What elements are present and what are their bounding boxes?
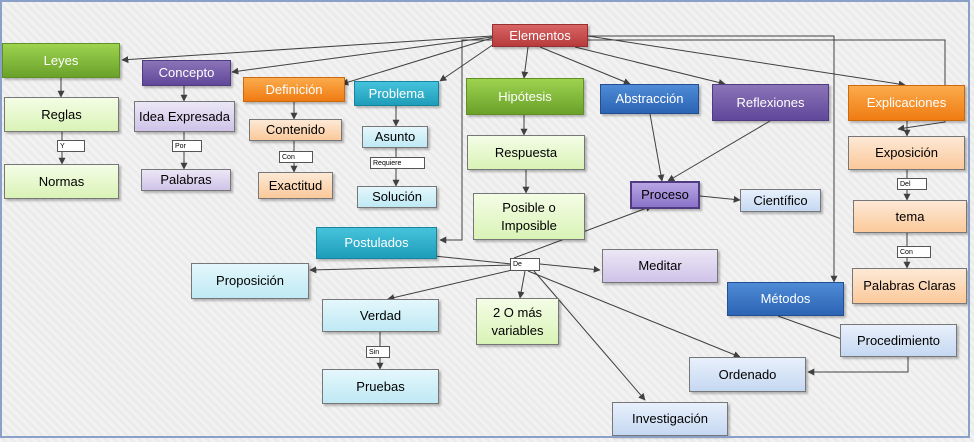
node-palabras-claras: Palabras Claras — [852, 268, 967, 304]
linking-word-del: Del — [897, 178, 927, 190]
node-exactitud: Exactitud — [258, 172, 333, 199]
node-postulados: Postulados — [316, 227, 437, 259]
node-normas: Normas — [4, 164, 119, 199]
node-ordenado: Ordenado — [689, 357, 806, 392]
linking-word-requiere: Requiere — [370, 157, 425, 169]
linking-word-sin: Sin — [366, 346, 390, 358]
node-variables: 2 O más variables — [476, 298, 559, 345]
node-definicion: Definición — [243, 77, 345, 102]
node-hipotesis: Hipótesis — [466, 78, 584, 115]
node-verdad: Verdad — [322, 299, 439, 332]
node-proceso: Proceso — [630, 181, 700, 209]
linking-word-con-tema: Con — [897, 246, 931, 258]
node-problema: Problema — [354, 81, 439, 106]
node-solucion: Solución — [357, 186, 437, 208]
linking-word-con-definicion: Con — [279, 151, 313, 163]
linking-word-por: Por — [172, 140, 202, 152]
node-exposicion: Exposición — [848, 136, 965, 170]
linking-word-de: De — [510, 258, 540, 271]
node-cientifico: Científico — [740, 189, 821, 212]
node-proposicion: Proposición — [191, 263, 309, 299]
node-contenido: Contenido — [249, 119, 342, 141]
node-investigacion: Investigación — [612, 402, 728, 436]
node-explicaciones: Explicaciones — [848, 85, 965, 121]
node-reflexiones: Reflexiones — [712, 84, 829, 121]
node-asunto: Asunto — [362, 126, 428, 148]
node-elementos: Elementos — [492, 24, 588, 47]
node-leyes: Leyes — [2, 43, 120, 78]
node-procedimiento: Procedimiento — [840, 324, 957, 357]
linking-word-y: Y — [57, 140, 85, 152]
node-palabras: Palabras — [141, 169, 231, 191]
node-idea-expresada: Idea Expresada — [134, 101, 235, 132]
node-tema: tema — [853, 200, 967, 233]
node-metodos: Métodos — [727, 282, 844, 316]
node-meditar: Meditar — [602, 249, 718, 283]
node-abstraccion: Abstracción — [600, 84, 699, 114]
node-pruebas: Pruebas — [322, 369, 439, 404]
node-posible-o-imposible: Posible o Imposible — [473, 193, 585, 240]
node-respuesta: Respuesta — [467, 135, 585, 170]
node-reglas: Reglas — [4, 97, 119, 132]
node-concepto: Concepto — [142, 60, 231, 86]
